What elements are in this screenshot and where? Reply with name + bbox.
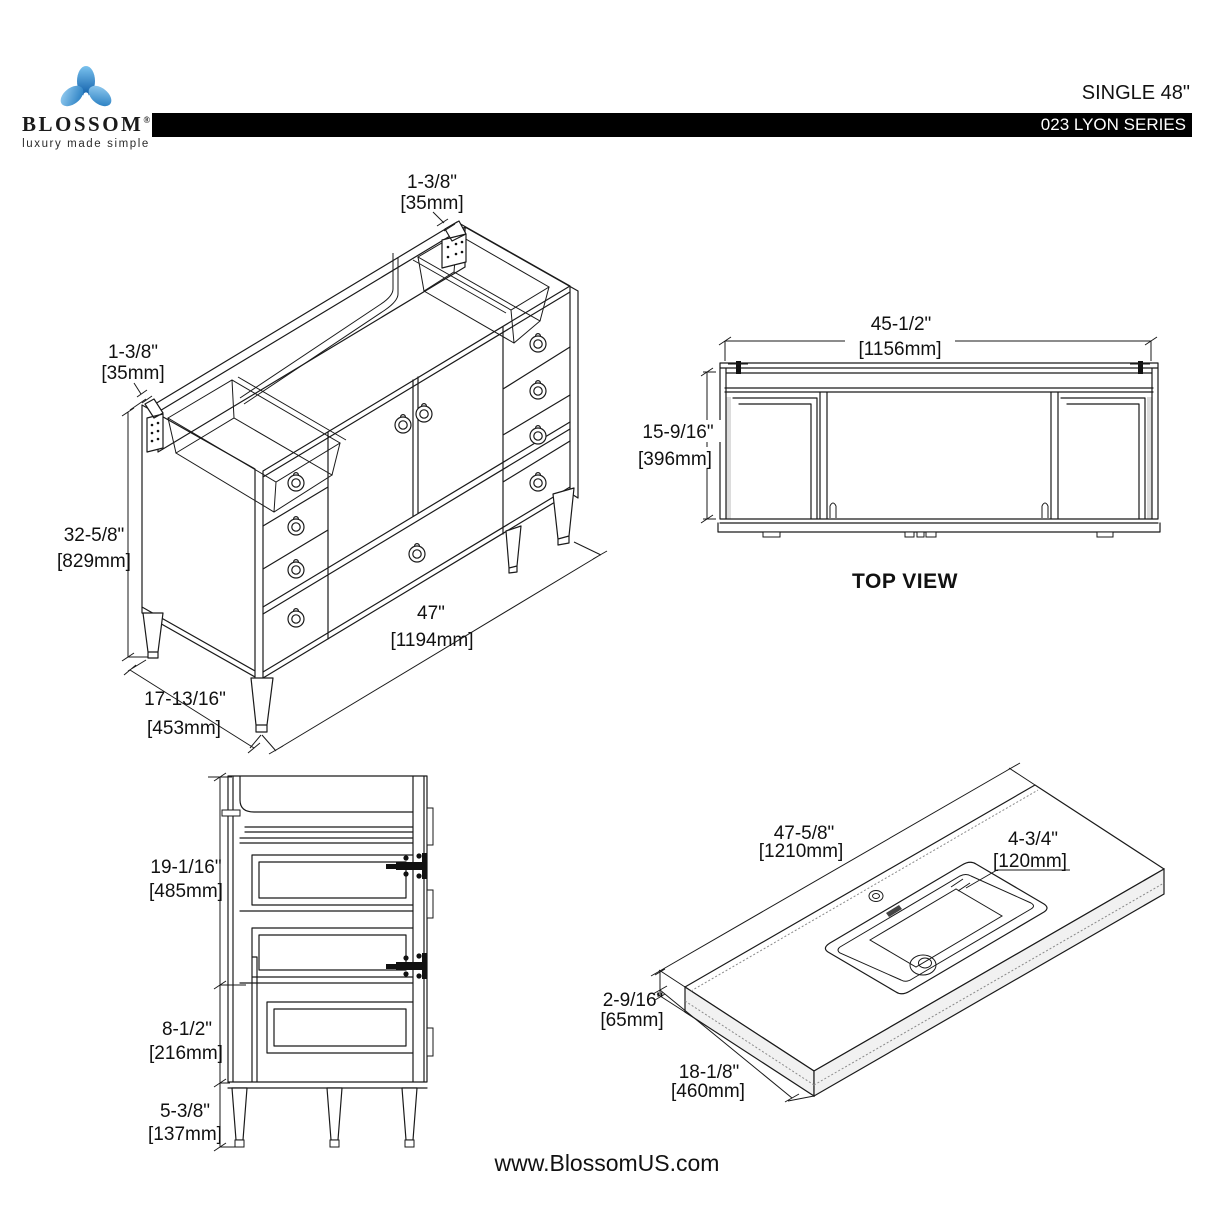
series-label: 023 LYON SERIES (1040, 115, 1186, 134)
product-title: SINGLE 48" (1081, 82, 1190, 104)
dim-side-middle-in: 8-1/2" (162, 1019, 212, 1040)
series-bar: 023 LYON SERIES (152, 113, 1192, 137)
dim-topview-depth-in: 15-9/16" (642, 422, 713, 443)
dim-bracket-top-mm: [35mm] (400, 193, 463, 214)
dim-counter-width-in: 47-5/8" (774, 823, 835, 844)
dim-bracket-left-in: 1-3/8" (108, 342, 158, 363)
dim-width-mm: [1194mm] (390, 630, 473, 651)
blossom-logo: BLOSSOM® luxury made simple (22, 64, 150, 150)
dim-counter-depth-mm: [460mm] (671, 1081, 745, 1102)
drain-icon (909, 954, 937, 976)
sink-basin (824, 861, 1048, 995)
dim-topview-depth-mm: [396mm] (638, 449, 712, 470)
mount-pin-icons (736, 361, 1143, 374)
ring-pull-icons (287, 333, 547, 628)
overflow-slot-icon (886, 905, 902, 917)
brand-name: BLOSSOM® (22, 112, 151, 136)
dim-side-upper-in: 19-1/16" (150, 857, 221, 878)
wall-bracket-icon (221, 809, 241, 817)
brand-tagline: luxury made simple (22, 138, 150, 150)
faucet-hole-icon (868, 890, 884, 902)
dim-counter-backsplash-mm: [120mm] (993, 851, 1067, 872)
dim-height-mm: [829mm] (57, 551, 131, 572)
dim-depth-mm: [453mm] (147, 718, 221, 739)
dim-bracket-left-mm: [35mm] (101, 363, 164, 384)
dim-counter-width-mm: [1210mm] (759, 841, 843, 862)
top-view-title: TOP VIEW (852, 570, 958, 593)
iso-dimension-lines (121, 398, 608, 755)
dim-counter-thickness-mm: [65mm] (600, 1010, 663, 1031)
dim-depth-in: 17-13/16" (144, 689, 226, 710)
top-view: 45-1/2" [1156mm] 15-9/16" [396mm] TOP VI… (634, 314, 1161, 593)
dim-width-in: 47" (417, 603, 445, 624)
dim-side-middle-mm: [216mm] (149, 1043, 223, 1064)
countertop-view: 47-5/8" [1210mm] 4-3/4" [120mm] 2-9/16" … (600, 762, 1165, 1103)
dim-bracket-top-in: 1-3/8" (407, 172, 457, 193)
dim-topview-width-in: 45-1/2" (871, 314, 932, 335)
registered-mark: ® (143, 115, 151, 125)
lotus-icon (60, 66, 112, 107)
hinge-icons (386, 853, 427, 979)
dim-counter-depth-in: 18-1/8" (679, 1062, 740, 1083)
dim-height-in: 32-5/8" (64, 525, 125, 546)
dim-counter-thickness-in: 2-9/16" (603, 990, 664, 1011)
mounting-bracket-icons (133, 211, 467, 453)
isometric-view: 1-3/8" [35mm] 1-3/8" [35mm] 32-5/8" [829… (57, 172, 608, 755)
dim-side-upper-mm: [485mm] (149, 881, 223, 902)
dim-side-legs-in: 5-3/8" (160, 1101, 210, 1122)
dim-counter-backsplash-in: 4-3/4" (1008, 829, 1058, 850)
dim-topview-width-mm: [1156mm] (858, 339, 941, 360)
side-view: 19-1/16" [485mm] 8-1/2" [216mm] 5-3/8" [… (148, 772, 434, 1152)
dim-side-legs-mm: [137mm] (148, 1124, 222, 1145)
website-url: www.BlossomUS.com (494, 1150, 720, 1176)
